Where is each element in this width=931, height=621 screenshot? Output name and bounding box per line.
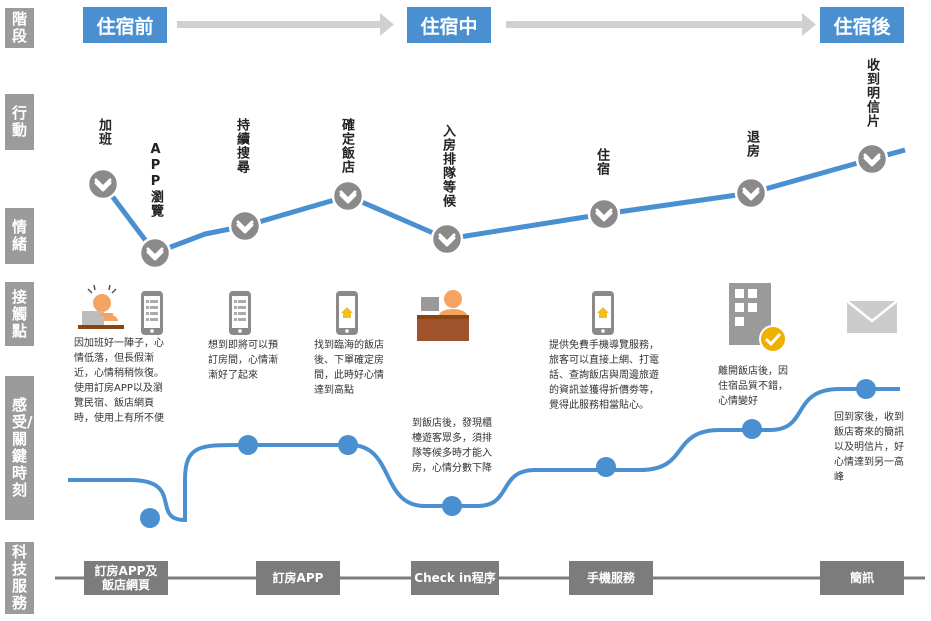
moment-node-4 (442, 496, 462, 516)
phone-home-icon (336, 291, 358, 335)
moment-note-1: 因加班好一陣子，心情低落，但長假漸近，心情稍稍恢復。 使用訂房APP以及瀏覽民宿… (74, 338, 164, 424)
service-box-2: 訂房APP (256, 561, 340, 595)
emotion-node-2 (138, 236, 172, 270)
envelope-icon (846, 300, 898, 333)
moment-note-4: 到飯店後，發現櫃檯遊客眾多，須排隊等候多時才能入房，心情分數下降 (412, 418, 492, 474)
moment-note-6: 離開飯店後，因住宿品質不錯，心情變好 (718, 366, 788, 407)
moment-node-3 (338, 435, 358, 455)
emotion-node-4 (331, 179, 365, 213)
action-label-2: APP瀏覽 (148, 142, 163, 218)
row-label-service: 科技服務 (5, 542, 34, 614)
service-box-1: 訂房APP及飯店網頁 (84, 561, 168, 595)
phone-icon (141, 291, 163, 335)
row-label-stage: 階段 (5, 8, 34, 48)
front-desk-icon (417, 290, 469, 341)
emotion-line (101, 147, 906, 256)
service-box-5: 簡訊 (820, 561, 904, 595)
emotion-node-3 (228, 209, 262, 243)
phase-arrow-2 (506, 13, 816, 36)
emotion-node-6 (587, 197, 621, 231)
row-label-moment: 感受/關鍵時刻 (5, 376, 34, 520)
emotion-node-1 (86, 167, 120, 201)
moment-note-7: 回到家後，收到飯店寄來的簡訊以及明信片，好心情達到另一高峰 (834, 412, 904, 483)
action-label-3: 持續搜尋 (234, 118, 249, 174)
service-box-3: Check in程序 (411, 561, 499, 595)
action-label-4: 確定飯店 (339, 118, 354, 174)
moment-node-1 (140, 508, 160, 528)
phase-during: 住宿中 (407, 7, 491, 43)
hotel-check-icon (729, 283, 787, 353)
moment-node-6 (742, 419, 762, 439)
moment-note-2: 想到即將可以預訂房間，心情漸漸好了起來 (208, 340, 278, 381)
moment-note-5: 提供免費手機導覽服務，旅客可以直接上網、打電話、查詢飯店與周邊旅遊的資訊並獲得折… (549, 340, 659, 411)
moment-node-5 (596, 457, 616, 477)
service-box-4: 手機服務 (569, 561, 653, 595)
emotion-node-5 (430, 222, 464, 256)
moment-line (68, 387, 900, 523)
action-label-1: 加班 (96, 118, 111, 146)
moment-note-3: 找到臨海的飯店後、下單確定房間，此時好心情達到高點 (314, 340, 384, 396)
moment-node-7 (856, 379, 876, 399)
row-label-action: 行動 (5, 94, 34, 150)
action-label-7: 退房 (744, 130, 759, 158)
phone-icon (229, 291, 251, 335)
row-label-emotion: 情緒 (5, 208, 34, 264)
action-label-6: 住宿 (594, 148, 609, 176)
row-label-touchpoint: 接觸點 (5, 282, 34, 346)
phone-home-icon (592, 291, 614, 335)
emotion-node-8 (855, 142, 889, 176)
action-label-5: 入房排隊等候 (440, 124, 455, 208)
emotion-node-7 (734, 176, 768, 210)
action-label-8: 收到明信片 (864, 58, 879, 128)
moment-node-2 (238, 435, 258, 455)
stressed-worker-icon (78, 284, 124, 329)
phase-arrow-1 (177, 13, 394, 36)
phase-after: 住宿後 (820, 7, 904, 43)
phase-before: 住宿前 (83, 7, 167, 43)
